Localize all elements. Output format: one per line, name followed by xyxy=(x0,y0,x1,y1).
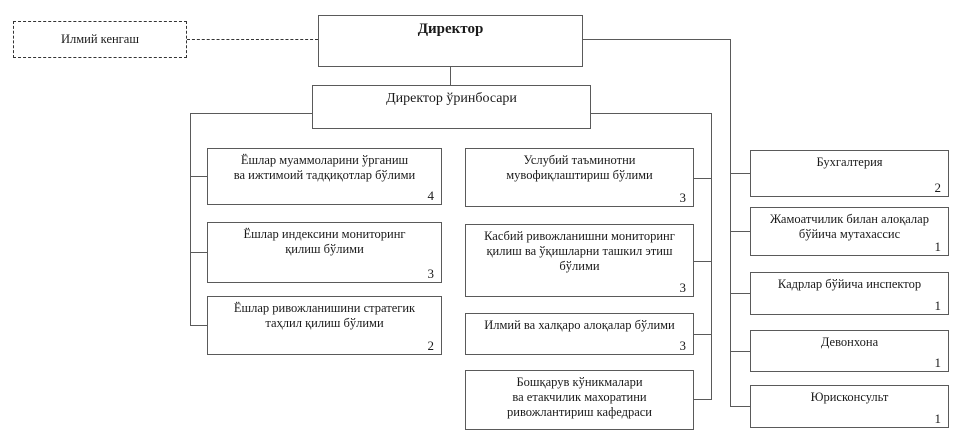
node-middle-2[interactable]: Касбий ривожланишни мониторинг қилиш ва … xyxy=(465,224,694,297)
node-middle-1-label: Услубий таъминотни мувофиқлаштириш бўлим… xyxy=(506,153,653,182)
connector-right-stub-2 xyxy=(730,231,750,232)
node-middle-3[interactable]: Илмий ва халқаро алоқалар бўлими 3 xyxy=(465,313,694,355)
connector-middle-stub-1 xyxy=(694,178,712,179)
node-left-2-count: 3 xyxy=(427,266,435,281)
node-director-label: Директор xyxy=(417,21,484,37)
node-left-2[interactable]: Ёшлар индексини мониторинг қилиш бўлими … xyxy=(207,222,442,283)
connector-deputy-middle-stub xyxy=(591,113,712,114)
node-deputy-director[interactable]: Директор ўринбосари xyxy=(312,85,591,129)
connector-middle-stub-4 xyxy=(694,399,712,400)
connector-right-trunk xyxy=(730,39,731,407)
node-right-4[interactable]: Девонхона 1 xyxy=(750,330,949,372)
node-right-1[interactable]: Бухгалтерия 2 xyxy=(750,150,949,197)
node-right-2[interactable]: Жамоатчилик билан алоқалар бўйича мутаха… xyxy=(750,207,949,256)
connector-middle-stub-3 xyxy=(694,334,712,335)
node-middle-2-count: 3 xyxy=(679,280,687,295)
node-right-5-count: 1 xyxy=(934,411,942,426)
connector-left-stub-3 xyxy=(190,325,207,326)
node-left-1-label: Ёшлар муаммоларини ўрганиш ва ижтимоий т… xyxy=(233,153,416,182)
node-left-3-label: Ёшлар ривожланишини стратегик таҳлил қил… xyxy=(233,301,416,330)
node-advisory-board-label: Илмий кенгаш xyxy=(61,32,139,46)
connector-left-stub-1 xyxy=(190,176,207,177)
node-right-2-count: 1 xyxy=(934,239,942,254)
connector-middle-stub-2 xyxy=(694,261,712,262)
node-left-3-count: 2 xyxy=(427,338,435,353)
node-middle-1[interactable]: Услубий таъминотни мувофиқлаштириш бўлим… xyxy=(465,148,694,207)
node-right-5[interactable]: Юрисконсульт 1 xyxy=(750,385,949,428)
node-middle-3-label: Илмий ва халқаро алоқалар бўлими xyxy=(484,318,675,332)
node-deputy-director-label: Директор ўринбосари xyxy=(386,91,517,106)
node-middle-1-count: 3 xyxy=(679,190,687,205)
connector-middle-trunk xyxy=(711,113,712,400)
connector-right-stub-3 xyxy=(730,293,750,294)
node-right-4-label: Девонхона xyxy=(820,335,879,349)
node-left-2-label: Ёшлар индексини мониторинг қилиш бўлими xyxy=(243,227,406,256)
node-middle-4-label: Бошқарув кўникмалари ва етакчилик махора… xyxy=(507,375,652,419)
node-right-4-count: 1 xyxy=(934,355,942,370)
connector-director-deputy xyxy=(450,66,451,85)
node-middle-4[interactable]: Бошқарув кўникмалари ва етакчилик махора… xyxy=(465,370,694,430)
connector-right-stub-5 xyxy=(730,406,750,407)
node-right-3-label: Кадрлар бўйича инспектор xyxy=(777,277,922,291)
connector-right-stub-4 xyxy=(730,351,750,352)
node-middle-2-label: Касбий ривожланишни мониторинг қилиш ва … xyxy=(484,229,675,273)
node-right-1-label: Бухгалтерия xyxy=(816,155,883,169)
connector-deputy-left-stub xyxy=(190,113,312,114)
connector-director-right-stub xyxy=(583,39,731,40)
node-right-3-count: 1 xyxy=(934,298,942,313)
node-right-3[interactable]: Кадрлар бўйича инспектор 1 xyxy=(750,272,949,315)
node-advisory-board[interactable]: Илмий кенгаш xyxy=(13,21,187,58)
node-director[interactable]: Директор xyxy=(318,15,583,67)
connector-left-stub-2 xyxy=(190,252,207,253)
node-left-1-count: 4 xyxy=(427,188,435,203)
connector-left-trunk xyxy=(190,113,191,326)
connector-right-stub-1 xyxy=(730,173,750,174)
node-right-5-label: Юрисконсульт xyxy=(810,390,889,404)
node-left-3[interactable]: Ёшлар ривожланишини стратегик таҳлил қил… xyxy=(207,296,442,355)
connector-advisory-director xyxy=(187,39,318,40)
node-middle-3-count: 3 xyxy=(679,338,687,353)
node-right-2-label: Жамоатчилик билан алоқалар бўйича мутаха… xyxy=(770,212,929,241)
node-right-1-count: 2 xyxy=(934,180,942,195)
node-left-1[interactable]: Ёшлар муаммоларини ўрганиш ва ижтимоий т… xyxy=(207,148,442,205)
